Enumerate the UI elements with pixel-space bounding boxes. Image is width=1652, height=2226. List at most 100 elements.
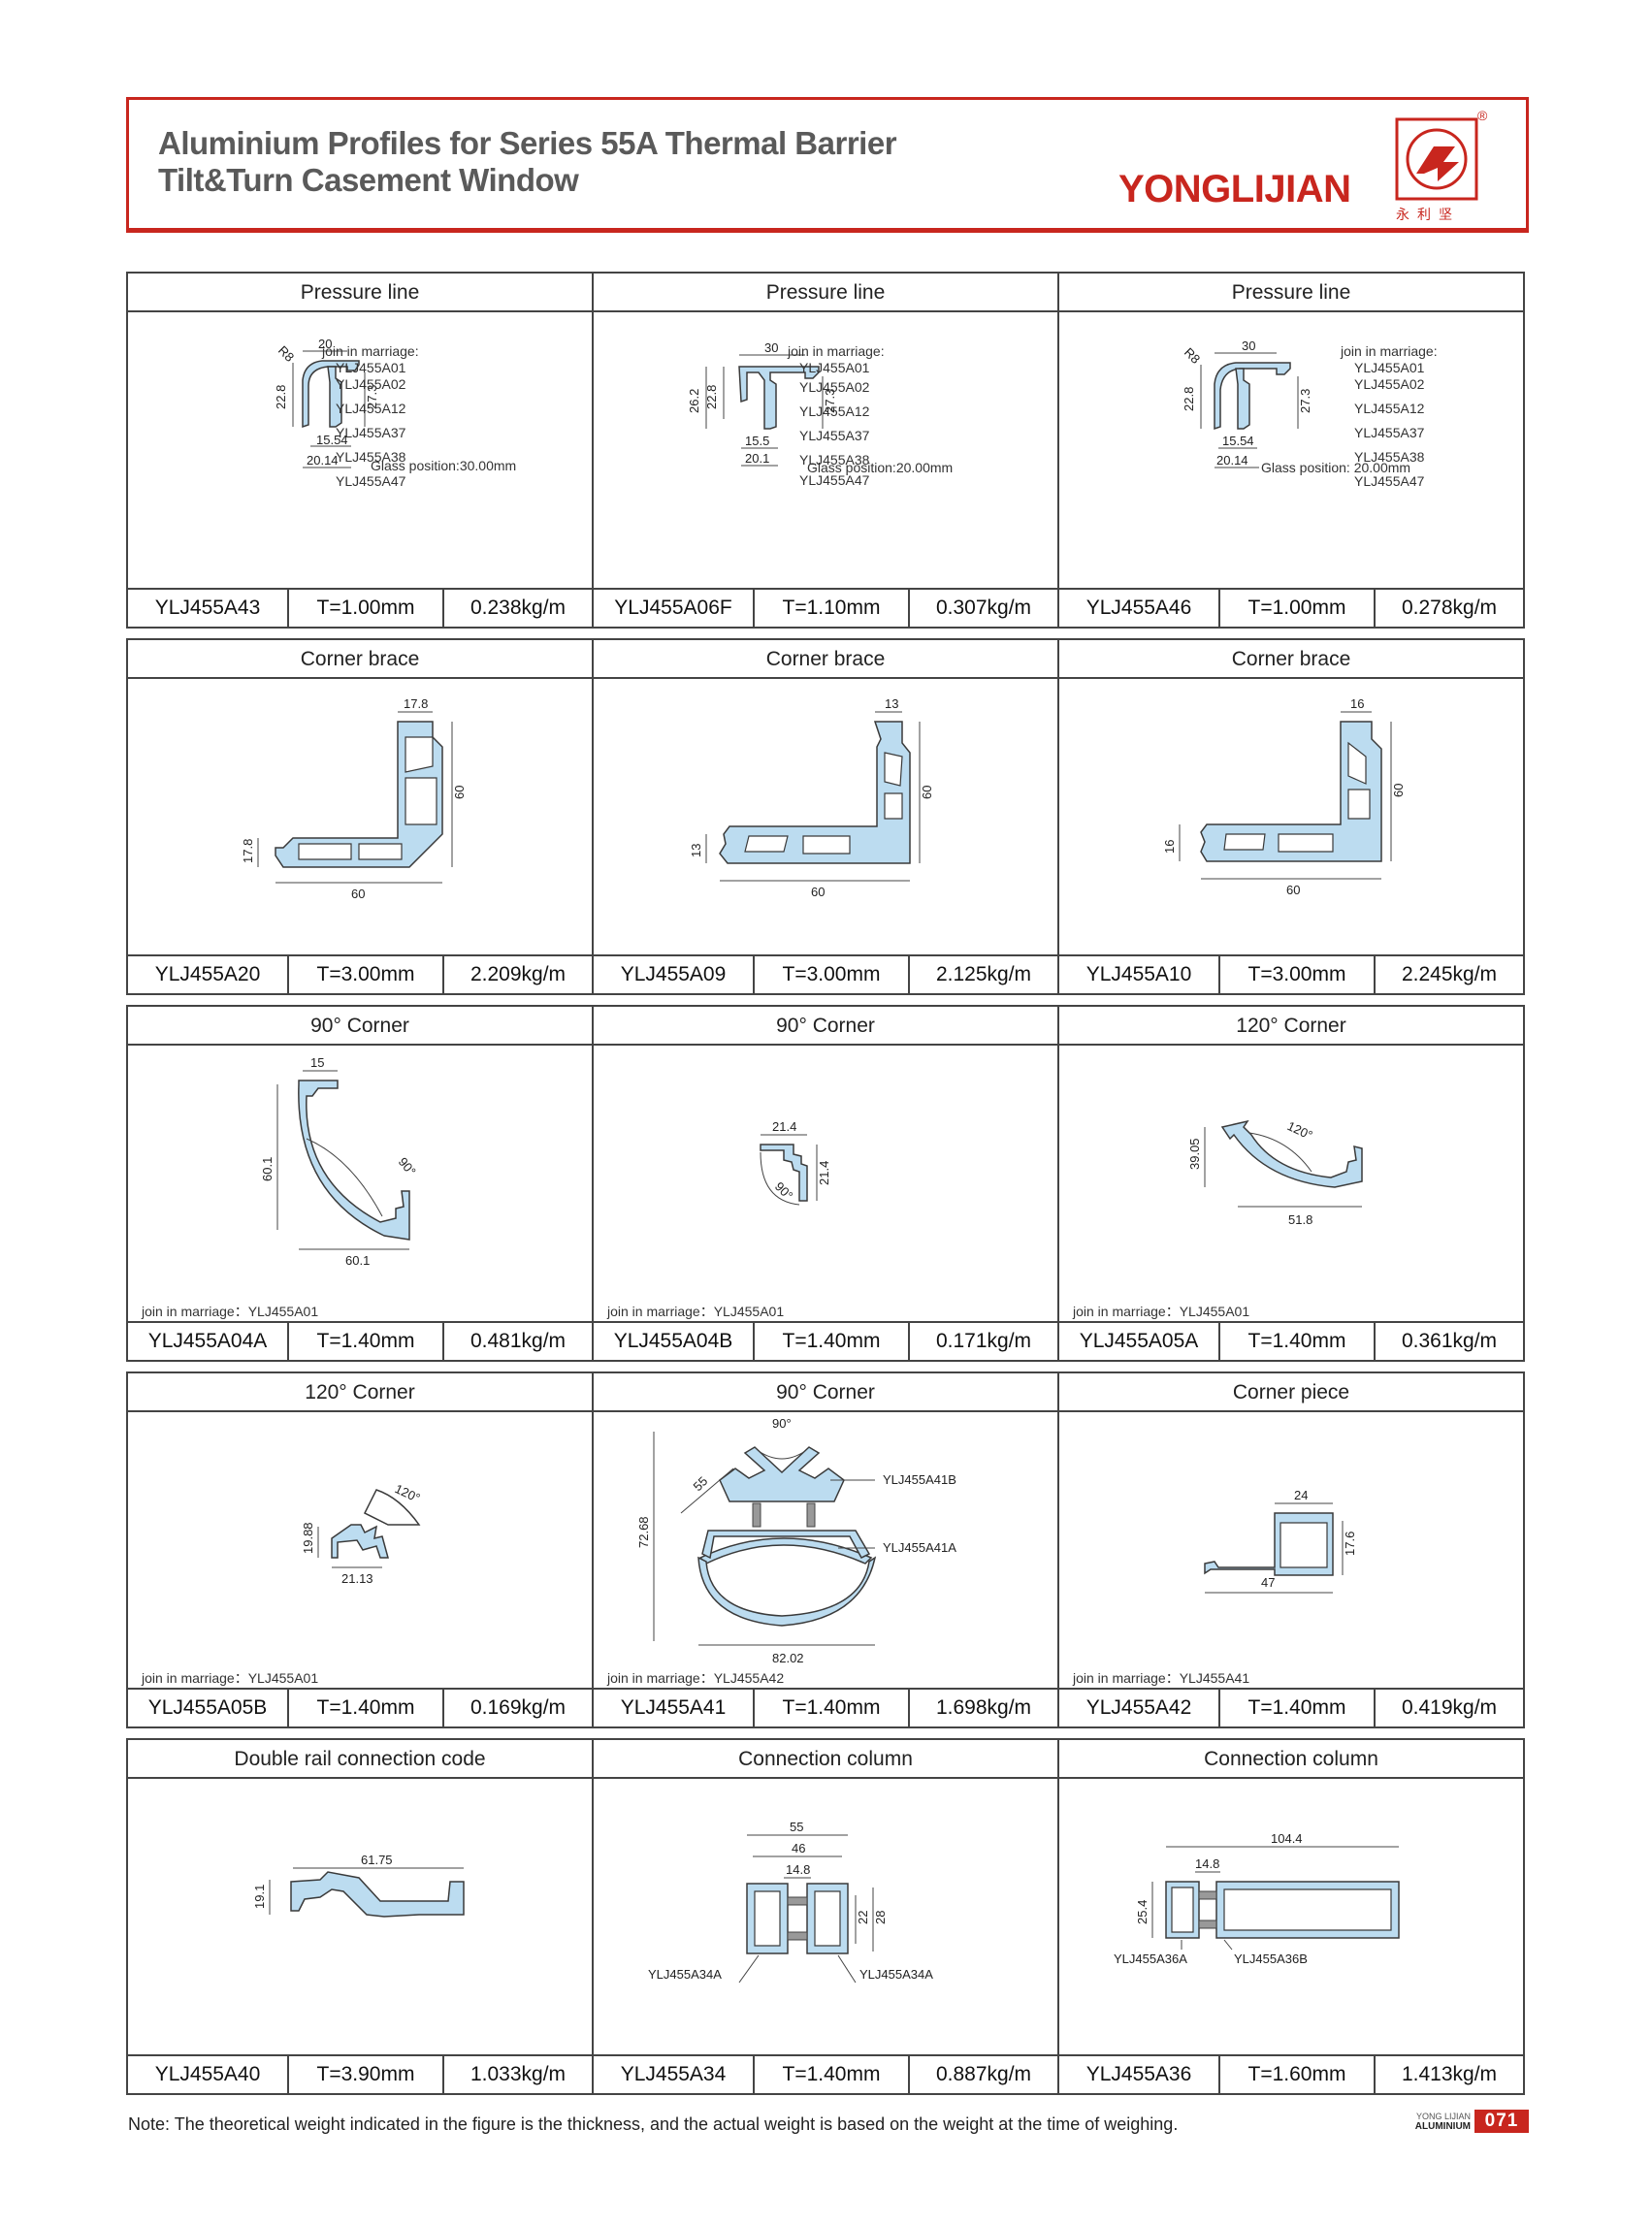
dim-right: 60 [1391, 784, 1406, 797]
dim-w2: 14.8 [1195, 1856, 1219, 1871]
dim-top: 30 [1242, 339, 1255, 353]
profile-code: YLJ455A42 [1059, 1690, 1220, 1726]
profile-spec: YLJ455A05B T=1.40mm 0.169kg/m [128, 1688, 592, 1726]
profile-weight: 2.245kg/m [1401, 963, 1498, 985]
profile-title: Corner brace [128, 640, 592, 679]
profile-drawing: 120° 19.88 21.13 join in marriage：YLJ455… [128, 1412, 592, 1690]
join-item: YLJ455A01 [336, 360, 406, 375]
join-item: YLJ455A37 [336, 425, 406, 440]
profile-cell: Corner brace 16 60 16 60 YLJ455A10 T=3. [1057, 638, 1525, 995]
dim-right: 60 [452, 786, 467, 799]
dim-right: 21.4 [817, 1161, 831, 1185]
brand-logo-icon [1395, 117, 1478, 201]
profile-drawing: 90° 72.68 55 82.02 YLJ455A41B YLJ455A41A… [594, 1412, 1057, 1690]
join-item: YLJ455A38 [799, 452, 870, 468]
profile-drawing: 16 60 16 60 [1059, 679, 1523, 956]
profile-thickness: T=3.00mm [1220, 956, 1376, 993]
dim-left: 72.68 [636, 1516, 651, 1548]
profile-drawing: 24 17.6 47 join in marriage：YLJ455A41 [1059, 1412, 1523, 1690]
profile-thickness: T=1.40mm [1220, 1323, 1376, 1360]
dim-left: 17.8 [241, 839, 255, 863]
profile-cell: Double rail connection code 61.75 19.1 Y… [126, 1738, 594, 2095]
profile-code: YLJ455A43 [128, 590, 289, 627]
join-item: YLJ455A47 [799, 472, 870, 488]
dim-radius: R8 [275, 343, 297, 365]
profile-weight: 0.481kg/m [470, 1330, 567, 1352]
dim-left: 39.05 [1187, 1138, 1202, 1170]
profile-code: YLJ455A20 [128, 956, 289, 993]
profile-title: Corner brace [594, 640, 1057, 679]
dim-w3: 14.8 [786, 1862, 810, 1877]
profile-code: YLJ455A05B [128, 1690, 289, 1726]
profile-drawing: 30 26.2 22.8 27.3 15.5 20.1 join in marr… [594, 312, 1057, 590]
profile-drawing: 90° 15 60.1 60.1 join in marriage：YLJ455… [128, 1046, 592, 1323]
join-item: YLJ455A01 [799, 360, 870, 375]
dim-top: 15 [310, 1055, 324, 1070]
join-note: join in marriage：YLJ455A01 [1073, 1304, 1250, 1319]
profile-spec: YLJ455A46 T=1.00mm 0.278kg/m [1059, 588, 1523, 627]
profile-spec: YLJ455A10 T=3.00mm 2.245kg/m [1059, 954, 1523, 993]
profile-thickness: T=3.90mm [289, 2056, 444, 2093]
profile-cell: 90° Corner 90° 72.68 55 82.02 [592, 1371, 1059, 1728]
join-item: YLJ455A12 [1354, 401, 1425, 416]
part-left-label: YLJ455A34A [648, 1967, 722, 1982]
dim-w1: 55 [790, 1820, 803, 1834]
profile-spec: YLJ455A04B T=1.40mm 0.171kg/m [594, 1321, 1057, 1360]
dim-bottom: 82.02 [772, 1651, 804, 1665]
profile-title: Corner piece [1059, 1373, 1523, 1412]
profile-cell: Pressure line 30 26.2 22.8 27.3 15.5 20.… [592, 272, 1059, 629]
profile-spec: YLJ455A20 T=3.00mm 2.209kg/m [128, 954, 592, 993]
profile-thickness: T=1.10mm [755, 590, 910, 627]
join-list: join in marriage: YLJ455A01 YLJ455A02 YL… [788, 343, 885, 489]
page-header: Aluminium Profiles for Series 55A Therma… [126, 97, 1529, 233]
dim-right: 17.6 [1343, 1532, 1357, 1556]
join-item: YLJ455A37 [1354, 425, 1425, 440]
profile-cell: Connection column 104.4 14.8 25.4 YLJ455… [1057, 1738, 1525, 2095]
join-item: YLJ455A12 [799, 403, 870, 419]
profile-code: YLJ455A09 [594, 956, 755, 993]
profile-title: Pressure line [128, 274, 592, 312]
profile-thickness: T=1.40mm [755, 2056, 910, 2093]
profile-spec: YLJ455A36 T=1.60mm 1.413kg/m [1059, 2054, 1523, 2093]
dim-angle: 120° [1285, 1118, 1315, 1143]
dim-top: 21.4 [772, 1119, 796, 1134]
join-item: YLJ455A12 [336, 401, 406, 416]
brand-chinese: 永利坚 [1396, 207, 1460, 222]
dim-bottom: 21.13 [341, 1571, 373, 1586]
dim-b2: 20.14 [1216, 453, 1248, 468]
profile-thickness: T=1.60mm [1220, 2056, 1376, 2093]
dim-b1: 15.5 [745, 434, 769, 448]
profile-weight: 1.413kg/m [1401, 2063, 1498, 2085]
profile-cell: Pressure line 30 R8 22.8 27.3 15.54 20.1… [1057, 272, 1525, 629]
join-item: YLJ455A02 [799, 379, 870, 395]
profile-title: 90° Corner [594, 1007, 1057, 1046]
profile-weight: 0.307kg/m [935, 597, 1032, 619]
join-label: join in marriage: [322, 343, 419, 359]
join-note: join in marriage：YLJ455A42 [607, 1670, 785, 1686]
profile-spec: YLJ455A05A T=1.40mm 0.361kg/m [1059, 1321, 1523, 1360]
dim-left: 19.88 [301, 1522, 315, 1554]
join-label: join in marriage: [1341, 343, 1438, 359]
profile-spec: YLJ455A42 T=1.40mm 0.419kg/m [1059, 1688, 1523, 1726]
profile-weight: 2.209kg/m [470, 963, 567, 985]
profile-cell: 90° Corner 90° 15 60.1 60.1 join in marr… [126, 1005, 594, 1362]
dim-left-outer: 26.2 [687, 389, 701, 413]
profile-weight: 0.171kg/m [935, 1330, 1032, 1352]
page-number: 071 [1474, 2110, 1529, 2133]
profile-code: YLJ455A10 [1059, 956, 1220, 993]
profile-row: Double rail connection code 61.75 19.1 Y… [126, 1738, 1529, 2095]
profile-cell: Connection column 55 46 14.8 22 [592, 1738, 1059, 2095]
dim-top: 17.8 [404, 696, 428, 711]
profile-weight: 1.033kg/m [470, 2063, 567, 2085]
dim-right: 27.3 [823, 389, 837, 413]
footer-brand-line2: ALUMINIUM [1414, 2121, 1471, 2132]
dim-left: 19.1 [252, 1885, 267, 1909]
dim-w2: 46 [792, 1841, 805, 1855]
profile-cell: Corner piece 24 17.6 47 join in marriage… [1057, 1371, 1525, 1728]
dim-right: 27.3 [365, 385, 379, 409]
profile-thickness: T=1.40mm [1220, 1690, 1376, 1726]
profile-thickness: T=1.40mm [755, 1690, 910, 1726]
profile-thickness: T=3.00mm [755, 956, 910, 993]
profile-title: 120° Corner [1059, 1007, 1523, 1046]
registered-mark: ® [1477, 108, 1488, 123]
